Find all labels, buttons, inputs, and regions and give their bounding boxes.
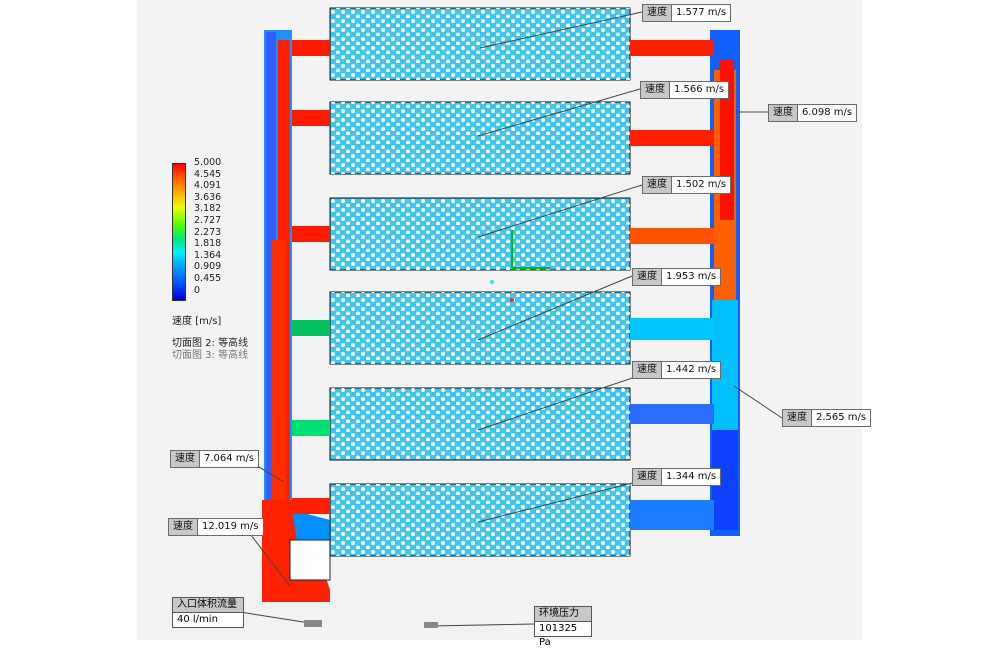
legend-tick: 0.455 <box>194 272 222 284</box>
probe-chamber-1[interactable]: 速度 1.577 m/s <box>642 4 732 22</box>
chamber-2 <box>292 101 714 175</box>
legend-tick: 3.636 <box>194 191 222 203</box>
probe-value: 1.442 m/s <box>666 364 717 375</box>
probe-key: 速度 <box>643 177 672 193</box>
inlet-flow-callout[interactable]: 入口体积流量 40 l/min <box>172 597 244 628</box>
probe-value: 7.064 m/s <box>204 453 255 464</box>
probe-value: 12.019 m/s <box>202 521 259 532</box>
legend-tick: 4.545 <box>194 168 222 180</box>
legend-tick: 0 <box>194 284 201 296</box>
chamber-3 <box>292 197 714 271</box>
probe-key: 速度 <box>633 362 662 378</box>
probe-chamber-5[interactable]: 速度 1.442 m/s <box>632 361 722 379</box>
probe-chamber-3[interactable]: 速度 1.502 m/s <box>642 176 732 194</box>
probe-key: 速度 <box>633 269 662 285</box>
probe-key: 速度 <box>641 82 670 98</box>
chamber-5 <box>292 387 714 461</box>
axis-triad <box>490 230 550 302</box>
color-bar <box>172 163 186 301</box>
legend-tick: 4.091 <box>194 180 222 192</box>
chamber-4 <box>292 291 714 365</box>
probe-key: 速度 <box>783 410 812 426</box>
inlet-marker <box>304 620 322 627</box>
legend-tick: 1.818 <box>194 238 222 250</box>
velocity-legend: 5.000 4.545 4.091 3.636 3.182 2.727 2.27… <box>172 157 262 303</box>
cut-plot-3-label[interactable]: 切面图 3: 等高线 <box>172 350 249 361</box>
probe-key: 速度 <box>171 451 200 467</box>
probe-key: 速度 <box>169 519 198 535</box>
ambient-pressure-title: 环境压力 <box>535 607 591 622</box>
probe-value: 1.577 m/s <box>676 7 727 18</box>
chamber-1 <box>292 7 714 81</box>
legend-tick: 2.273 <box>194 226 222 238</box>
legend-ticks: 5.000 4.545 4.091 3.636 3.182 2.727 2.27… <box>194 157 221 296</box>
legend-tick: 2.727 <box>194 214 222 226</box>
inlet-flow-value: 40 l/min <box>177 614 218 625</box>
cut-plot-2-label[interactable]: 切面图 2: 等高线 <box>172 338 249 349</box>
probe-chamber-4[interactable]: 速度 1.953 m/s <box>632 268 722 286</box>
outlet-marker <box>424 622 438 628</box>
probe-value: 2.565 m/s <box>816 412 867 423</box>
probe-inlet[interactable]: 速度 12.019 m/s <box>168 518 264 536</box>
legend-tick: 5.000 <box>194 157 222 168</box>
ambient-pressure-callout[interactable]: 环境压力 101325 Pa <box>534 606 592 648</box>
probe-inlet-manifold[interactable]: 速度 7.064 m/s <box>170 450 260 468</box>
probe-leaders <box>239 11 783 627</box>
legend-tick: 3.182 <box>194 203 222 215</box>
legend-tick: 0.909 <box>194 261 222 273</box>
probe-value: 1.502 m/s <box>676 179 727 190</box>
probe-value: 1.344 m/s <box>666 471 717 482</box>
probe-value: 1.566 m/s <box>674 84 725 95</box>
probe-outlet-lower[interactable]: 速度 2.565 m/s <box>782 409 872 427</box>
probe-value: 1.953 m/s <box>666 271 717 282</box>
probe-key: 速度 <box>769 105 798 121</box>
chamber-6 <box>292 483 714 557</box>
legend-unit: 速度 [m/s] <box>172 316 222 327</box>
legend-tick: 1.364 <box>194 249 222 261</box>
probe-outlet-manifold[interactable]: 速度 6.098 m/s <box>768 104 858 122</box>
inlet-flow-title: 入口体积流量 <box>173 598 243 613</box>
probe-key: 速度 <box>633 469 662 485</box>
ambient-pressure-value: 101325 Pa <box>539 623 578 648</box>
probe-chamber-6[interactable]: 速度 1.344 m/s <box>632 468 722 486</box>
probe-value: 6.098 m/s <box>802 107 853 118</box>
probe-key: 速度 <box>643 5 672 21</box>
probe-chamber-2[interactable]: 速度 1.566 m/s <box>640 81 730 99</box>
